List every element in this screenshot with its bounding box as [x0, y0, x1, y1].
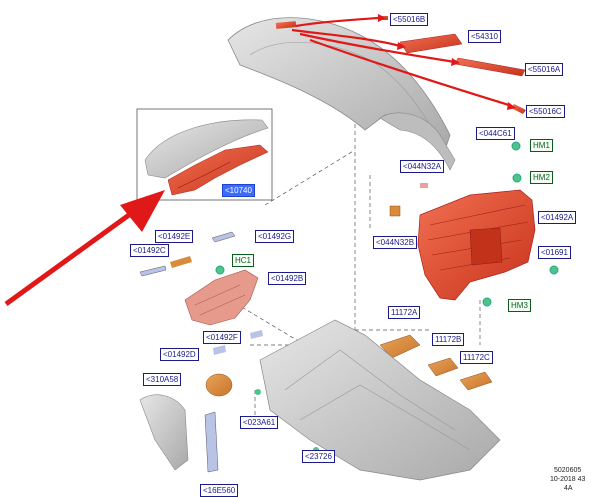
callout-044N32B[interactable]: <044N32B — [373, 236, 418, 249]
callout-55016C[interactable]: <55016C — [526, 105, 565, 118]
roof-arrows — [291, 16, 513, 108]
bulkhead-part — [417, 189, 536, 301]
reference-date: 10-2018 43 — [550, 476, 586, 483]
left-bracket-parts — [139, 231, 259, 326]
callout-01492B[interactable]: <01492B — [268, 272, 307, 285]
small-connectors — [389, 141, 559, 307]
callout-01492E[interactable]: <01492E — [155, 230, 194, 243]
large-pointer-arrow — [4, 190, 165, 307]
callout-023A61[interactable]: <023A61 — [240, 416, 279, 429]
lower-left-parts — [139, 330, 319, 473]
callout-01492G[interactable]: <01492G — [255, 230, 295, 243]
roof-panel — [227, 17, 456, 171]
roof-arrow-heads — [378, 14, 516, 110]
callout-11172B[interactable]: 11172B — [432, 333, 465, 346]
callout-11172A[interactable]: 11172A — [388, 306, 421, 319]
callout-55016B[interactable]: <55016B — [390, 13, 429, 26]
reference-variant: 4A — [564, 485, 573, 492]
callout-HM1[interactable]: HM1 — [530, 139, 553, 152]
roof-insulation-pads — [275, 16, 526, 114]
callout-55016A[interactable]: <55016A — [525, 63, 564, 76]
callout-HC1[interactable]: HC1 — [232, 254, 255, 267]
callout-16E560[interactable]: <16E560 — [200, 484, 239, 497]
callout-044N32A[interactable]: <044N32A — [400, 160, 445, 173]
reference-number: 5020605 — [554, 467, 582, 474]
callout-11172C[interactable]: 11172C — [460, 351, 493, 364]
callout-23726[interactable]: <23726 — [302, 450, 335, 463]
callout-10740[interactable]: <10740 — [222, 184, 255, 197]
callout-54310[interactable]: <54310 — [468, 30, 501, 43]
callout-310A58[interactable]: <310A58 — [143, 373, 182, 386]
floor-pan — [259, 319, 501, 481]
callout-044C61[interactable]: <044C61 — [476, 127, 515, 140]
floor-pads — [379, 334, 493, 391]
callout-01691[interactable]: <01691 — [538, 246, 571, 259]
callout-HM3[interactable]: HM3 — [508, 299, 531, 312]
callout-HM2[interactable]: HM2 — [530, 171, 553, 184]
callout-01492F[interactable]: <01492F — [203, 331, 241, 344]
diagram-reference: 5020605 10-2018 43 4A — [550, 466, 585, 493]
callout-01492C[interactable]: <01492C — [130, 244, 169, 257]
leader-lines — [229, 110, 481, 420]
callout-01492D[interactable]: <01492D — [160, 348, 199, 361]
callout-01492A[interactable]: <01492A — [538, 211, 577, 224]
